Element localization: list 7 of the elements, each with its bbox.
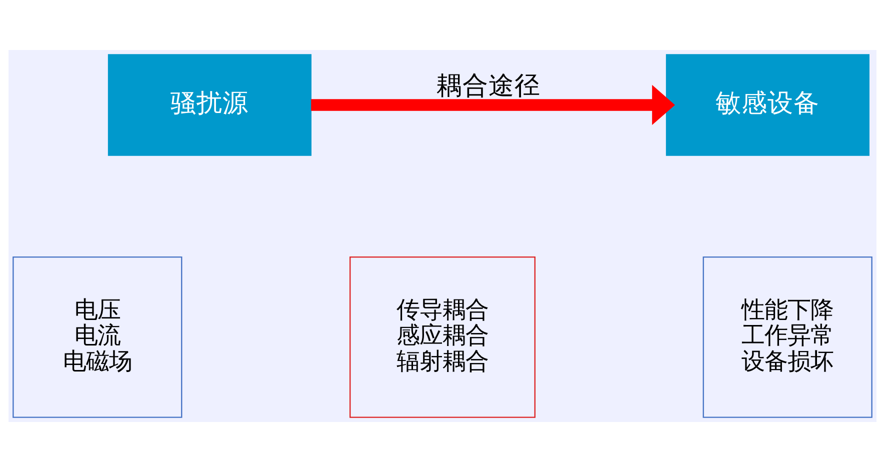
node-box: 电压 电流 电磁场 (12, 256, 182, 418)
edge-label: 耦合途径 (436, 70, 541, 101)
node-box: 性能下降 工作异常 设备损坏 (702, 256, 872, 418)
node-box: 骚扰源 (108, 54, 312, 156)
arrow (311, 84, 675, 126)
node-box: 敏感设备 (666, 54, 870, 156)
node-box: 传导耦合 感应耦合 辐射耦合 (350, 256, 536, 418)
